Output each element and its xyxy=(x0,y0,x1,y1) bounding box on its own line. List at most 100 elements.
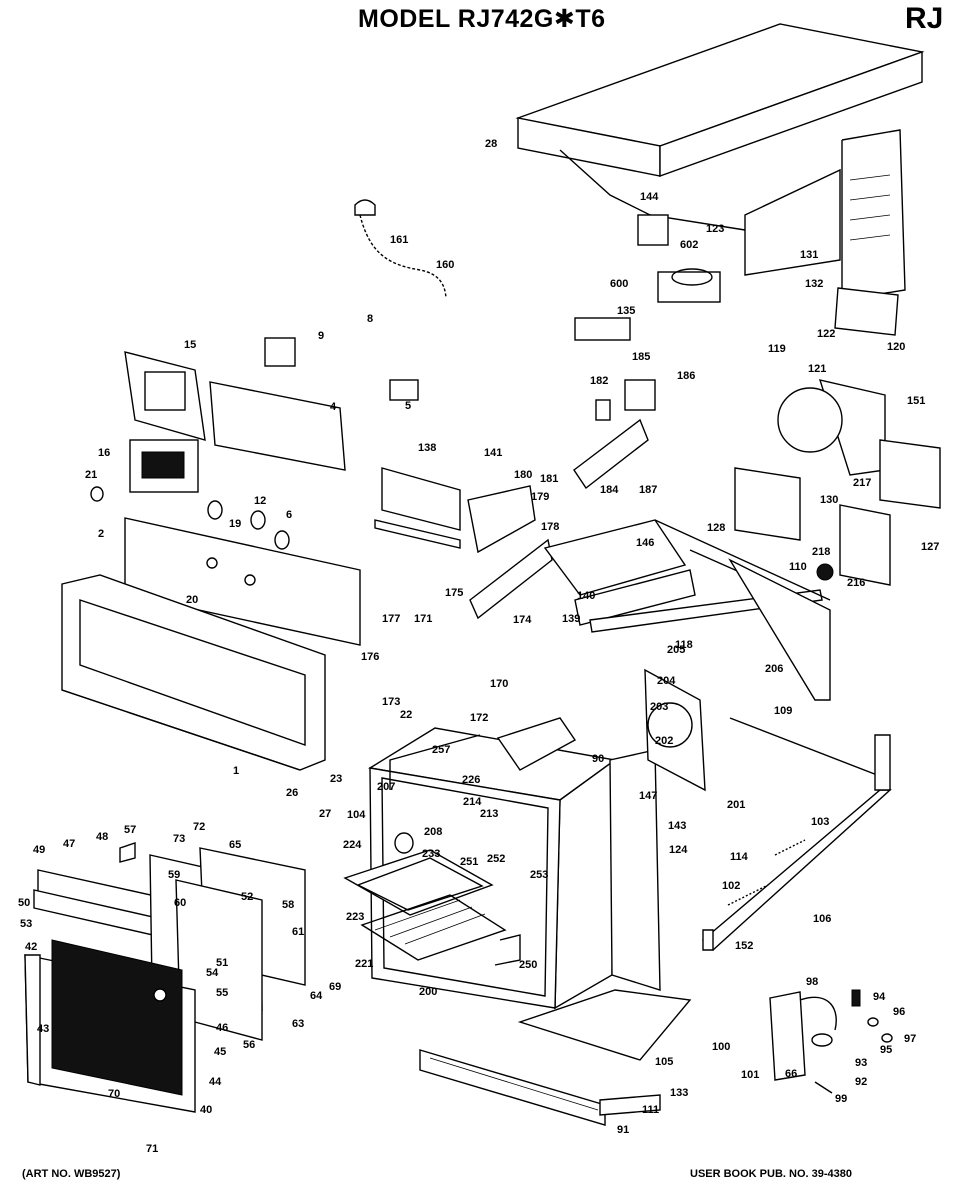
part-label-48: 48 xyxy=(96,831,108,843)
part-label-44: 44 xyxy=(209,1076,222,1088)
user-book-pub-number: USER BOOK PUB. NO. 39-4380 xyxy=(690,1168,852,1180)
part-label-179: 179 xyxy=(531,491,549,503)
part-label-128: 128 xyxy=(707,522,725,534)
part-label-135: 135 xyxy=(617,305,635,317)
part-label-27: 27 xyxy=(319,808,331,820)
part-label-23: 23 xyxy=(330,773,342,785)
part-label-171: 171 xyxy=(414,613,432,625)
part-label-97: 97 xyxy=(904,1033,916,1045)
art-number: (ART NO. WB9527) xyxy=(22,1168,121,1180)
part-label-233: 233 xyxy=(422,848,440,860)
part-label-40: 40 xyxy=(200,1104,212,1116)
part-label-224: 224 xyxy=(343,839,362,851)
part-label-205: 205 xyxy=(667,644,685,656)
part-label-19: 19 xyxy=(229,518,241,530)
part-label-122: 122 xyxy=(817,328,835,340)
part-label-187: 187 xyxy=(639,484,657,496)
part-label-71: 71 xyxy=(146,1143,158,1155)
part-label-57: 57 xyxy=(124,824,136,836)
part-label-146: 146 xyxy=(636,537,654,549)
part-label-50: 50 xyxy=(18,897,30,909)
part-label-72: 72 xyxy=(193,821,205,833)
part-label-181: 181 xyxy=(540,473,558,485)
part-label-140: 140 xyxy=(577,590,595,602)
part-label-51: 51 xyxy=(216,957,228,969)
right-side-box-drawing xyxy=(734,287,941,586)
part-label-90: 90 xyxy=(592,753,604,765)
part-label-121: 121 xyxy=(808,363,826,375)
part-label-131: 131 xyxy=(800,249,818,261)
part-label-124: 124 xyxy=(669,844,688,856)
part-label-43: 43 xyxy=(37,1023,49,1035)
part-label-143: 143 xyxy=(668,820,686,832)
part-label-99: 99 xyxy=(835,1093,847,1105)
part-label-177: 177 xyxy=(382,613,400,625)
part-label-8: 8 xyxy=(367,313,373,325)
part-label-100: 100 xyxy=(712,1041,730,1053)
part-label-120: 120 xyxy=(887,341,905,353)
part-label-160: 160 xyxy=(436,259,454,271)
part-label-22: 22 xyxy=(400,709,412,721)
part-label-203: 203 xyxy=(650,701,668,713)
part-label-170: 170 xyxy=(490,678,508,690)
part-label-70: 70 xyxy=(108,1088,120,1100)
part-label-217: 217 xyxy=(853,477,871,489)
control-components-drawing xyxy=(90,337,419,646)
part-label-73: 73 xyxy=(173,833,185,845)
part-label-66: 66 xyxy=(785,1068,797,1080)
part-label-132: 132 xyxy=(805,278,823,290)
part-label-93: 93 xyxy=(855,1057,867,1069)
part-label-208: 208 xyxy=(424,826,442,838)
part-label-58: 58 xyxy=(282,899,294,911)
part-label-105: 105 xyxy=(655,1056,673,1068)
part-label-251: 251 xyxy=(460,856,478,868)
part-label-94: 94 xyxy=(873,991,886,1003)
part-label-65: 65 xyxy=(229,839,241,851)
part-label-101: 101 xyxy=(741,1069,759,1081)
part-label-186: 186 xyxy=(677,370,695,382)
part-label-138: 138 xyxy=(418,442,436,454)
part-label-201: 201 xyxy=(727,799,745,811)
part-label-175: 175 xyxy=(445,587,463,599)
part-label-172: 172 xyxy=(470,712,488,724)
part-label-63: 63 xyxy=(292,1018,304,1030)
part-label-64: 64 xyxy=(310,990,323,1002)
part-label-114: 114 xyxy=(730,851,749,863)
part-label-15: 15 xyxy=(184,339,196,351)
part-label-5: 5 xyxy=(405,400,411,412)
part-label-213: 213 xyxy=(480,808,498,820)
part-label-176: 176 xyxy=(361,651,379,663)
part-label-133: 133 xyxy=(670,1087,688,1099)
part-label-139: 139 xyxy=(562,613,580,625)
part-label-106: 106 xyxy=(813,913,831,925)
part-label-109: 109 xyxy=(774,705,792,717)
part-label-103: 103 xyxy=(811,816,829,828)
part-label-123: 123 xyxy=(706,223,724,235)
model-code: RJ xyxy=(905,2,944,35)
part-label-52: 52 xyxy=(241,891,253,903)
part-label-110: 110 xyxy=(789,561,807,573)
part-label-216: 216 xyxy=(847,577,865,589)
part-label-200: 200 xyxy=(419,986,437,998)
part-label-161: 161 xyxy=(390,234,408,246)
part-label-184: 184 xyxy=(600,484,619,496)
part-label-130: 130 xyxy=(820,494,838,506)
control-panel-frame-drawing xyxy=(61,574,326,771)
part-label-127: 127 xyxy=(921,541,939,553)
part-label-56: 56 xyxy=(243,1039,255,1051)
part-label-16: 16 xyxy=(98,447,110,459)
part-label-60: 60 xyxy=(174,897,186,909)
part-label-28: 28 xyxy=(485,138,497,150)
part-label-600: 600 xyxy=(610,278,628,290)
part-label-141: 141 xyxy=(484,447,502,459)
part-label-91: 91 xyxy=(617,1124,629,1136)
part-label-6: 6 xyxy=(286,509,292,521)
oven-door-drawing xyxy=(24,842,306,1113)
part-label-1: 1 xyxy=(233,765,239,777)
part-label-54: 54 xyxy=(206,967,219,979)
part-label-45: 45 xyxy=(214,1046,226,1058)
top-cabinet-drawing xyxy=(515,23,925,301)
part-label-152: 152 xyxy=(735,940,753,952)
part-label-26: 26 xyxy=(286,787,298,799)
